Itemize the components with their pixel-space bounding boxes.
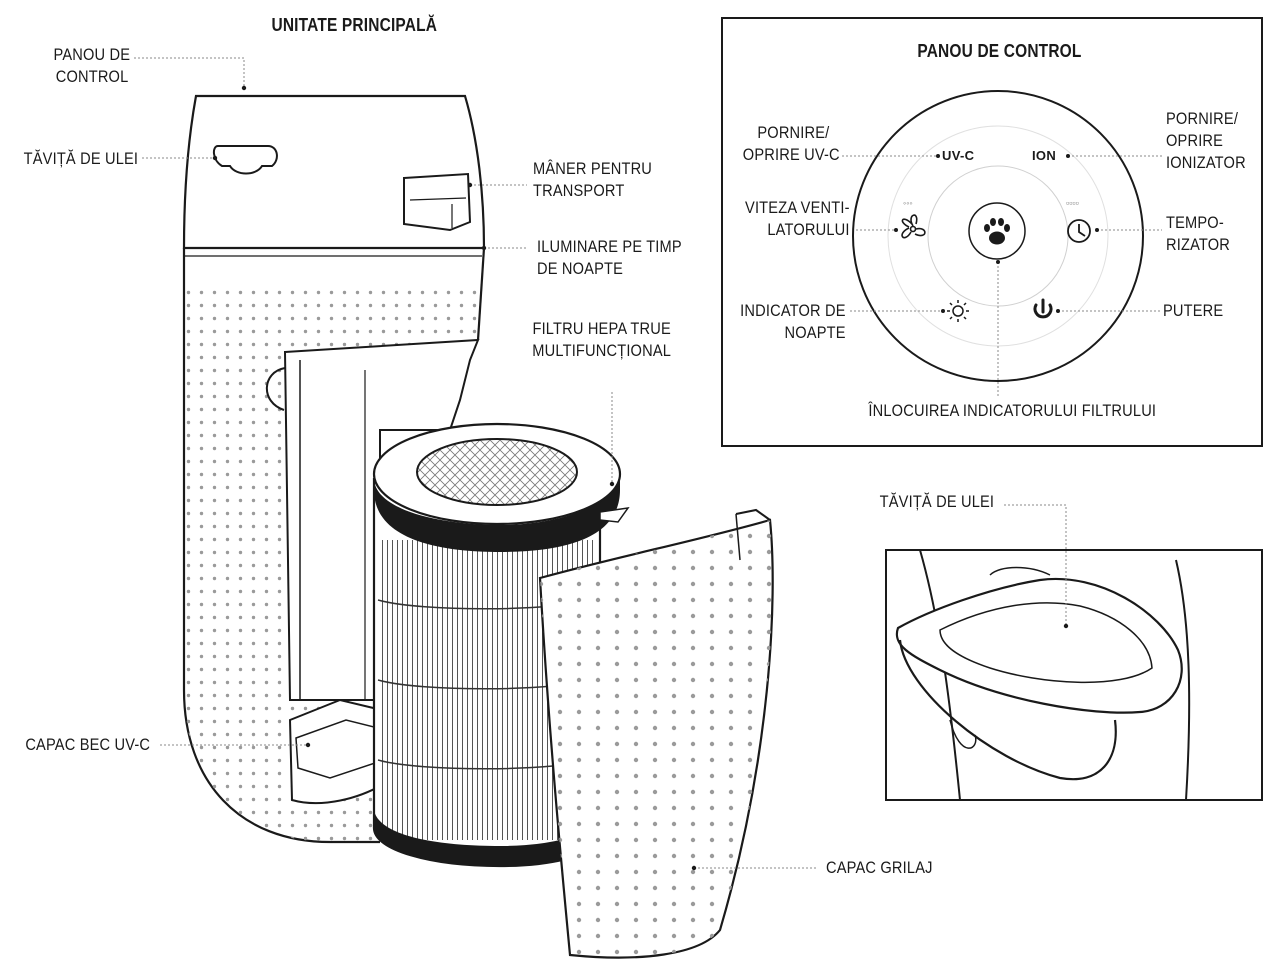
label-grill-cover: CAPAC GRILAJ (826, 858, 933, 877)
paw-button[interactable] (969, 203, 1025, 259)
main-unit-title: UNITATE PRINCIPALĂ (271, 15, 438, 35)
label-hepa-filter: FILTRU HEPA TRUE MULTIFUNCȚIONAL (532, 319, 672, 360)
fan-icon (901, 214, 926, 239)
label-uvc-power: PORNIRE/ OPRIRE UV-C (743, 123, 840, 164)
timer-button[interactable] (1062, 214, 1096, 248)
fan-speed-button[interactable] (896, 212, 930, 246)
power-icon (1033, 298, 1053, 319)
control-panel-inset: ◦◦◦ ▫▫▫▫ (721, 17, 1263, 447)
oil-tray-inset-title: TĂVIȚĂ DE ULEI (879, 492, 994, 511)
label-oil-tray: TĂVIȚĂ DE ULEI (23, 149, 138, 168)
grill-cover (538, 508, 774, 959)
label-ion-power: PORNIRE/ OPRIRE IONIZATOR (1166, 109, 1246, 172)
power-button[interactable] (1029, 297, 1057, 325)
label-night-light: ILUMINARE PE TIMP DE NOAPTE (537, 237, 682, 278)
label-carry-handle: MÂNER PENTRU TRANSPORT (533, 159, 653, 200)
label-power: PUTERE (1163, 301, 1224, 320)
label-night-indicator: INDICATOR DE NOAPTE (740, 301, 846, 342)
night-light-button[interactable] (944, 297, 972, 325)
paw-icon (984, 218, 1010, 245)
ion-button[interactable]: ION (1032, 148, 1057, 163)
label-timer: TEMPO- RIZATOR (1166, 213, 1231, 254)
night-light-icon (947, 300, 969, 322)
svg-text:◦◦◦: ◦◦◦ (903, 198, 913, 208)
oil-tray-inset (885, 549, 1263, 801)
svg-text:▫▫▫▫: ▫▫▫▫ (1066, 198, 1079, 208)
label-control-panel: PANOU DE CONTROL (53, 45, 130, 86)
timer-icon (1067, 219, 1091, 243)
label-filter-replace: ÎNLOCUIREA INDICATORULUI FILTRULUI (868, 401, 1157, 420)
uvc-button[interactable]: UV-C (942, 148, 975, 163)
label-uvc-cover: CAPAC BEC UV-C (25, 735, 150, 754)
control-panel-title: PANOU DE CONTROL (917, 41, 1082, 61)
label-fan-speed: VITEZA VENTI- LATORULUI (745, 198, 850, 239)
